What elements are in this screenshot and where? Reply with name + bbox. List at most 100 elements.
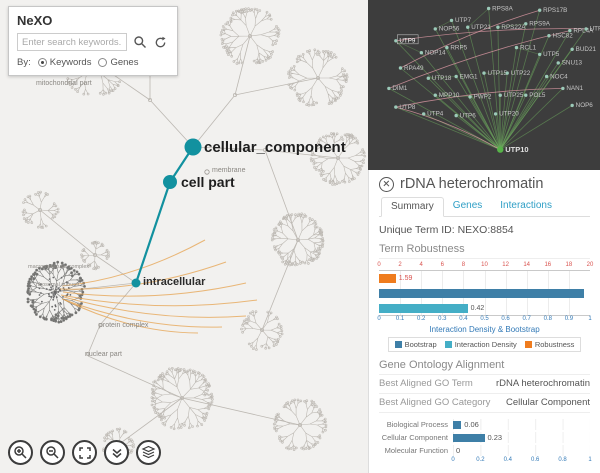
collapse-tree-button[interactable]	[104, 440, 129, 465]
gene-node-label[interactable]: UTP4	[427, 111, 444, 118]
gene-node-label[interactable]: UTP15	[488, 70, 508, 77]
gene-node[interactable]	[524, 93, 528, 97]
gene-node[interactable]	[524, 22, 528, 26]
zoom-in-button[interactable]	[8, 440, 33, 465]
graph-node-label[interactable]: cell part	[181, 174, 235, 190]
tab-interactions[interactable]: Interactions	[500, 200, 552, 211]
close-button[interactable]	[379, 176, 394, 192]
fit-to-screen-button[interactable]	[72, 440, 97, 465]
gene-node[interactable]	[468, 95, 472, 99]
gene-node[interactable]	[568, 28, 572, 33]
gene-node[interactable]	[419, 51, 424, 55]
gene-node-label[interactable]: UTP25	[504, 92, 524, 99]
gene-node-label[interactable]: RPS9A	[529, 21, 550, 28]
gene-node-label[interactable]: UTP7	[455, 17, 472, 24]
gene-node-label[interactable]: RPS8A	[492, 5, 513, 12]
gene-node[interactable]	[544, 74, 549, 79]
gene-node-label[interactable]: NAN1	[566, 85, 583, 92]
graph-node-label[interactable]: protein complex	[99, 322, 149, 329]
graph-node-label[interactable]: cellular_component	[204, 139, 346, 156]
radio-genes[interactable]: Genes	[98, 57, 138, 68]
gene-node[interactable]	[466, 25, 470, 29]
gene-node-label[interactable]: RRP5	[450, 44, 467, 51]
gene-node-label[interactable]: UTP18	[432, 75, 452, 82]
gene-node-label[interactable]: RPS17B	[543, 7, 567, 14]
gene-node[interactable]	[387, 86, 391, 91]
gene-node[interactable]	[482, 71, 486, 75]
gene-node[interactable]	[486, 6, 491, 11]
gene-node-label[interactable]: UTP6	[460, 112, 477, 119]
layers-button[interactable]	[136, 440, 161, 465]
gene-node-label[interactable]: BUD21	[576, 46, 597, 53]
ontology-term-node[interactable]	[163, 175, 177, 189]
graph-node-label[interactable]: mitochondrial part	[36, 80, 92, 87]
gene-node[interactable]	[449, 18, 454, 23]
gene-node[interactable]	[537, 52, 542, 57]
gene-node[interactable]	[561, 86, 565, 91]
graph-node-label[interactable]: nuclear part	[85, 351, 122, 358]
gene-node[interactable]	[570, 103, 574, 108]
gene-node[interactable]	[556, 61, 560, 65]
gene-node-label[interactable]: UTP9	[399, 38, 416, 45]
gene-node-label[interactable]: UTP13	[590, 26, 600, 33]
graph-node-label[interactable]: intracellular	[143, 276, 206, 288]
gene-node-label[interactable]: RPS22A	[501, 24, 526, 31]
tab-genes[interactable]: Genes	[452, 200, 483, 211]
gene-node[interactable]	[498, 93, 502, 97]
gene-node-label[interactable]: NOP14	[425, 50, 446, 57]
gene-node-label[interactable]: NOP56	[439, 26, 460, 33]
zoom-out-button[interactable]	[40, 440, 65, 465]
gene-node-label[interactable]: UTP20	[499, 111, 519, 118]
gene-node[interactable]	[454, 74, 458, 79]
gene-node-label[interactable]: PWP2	[474, 94, 492, 101]
gene-node-label[interactable]: UTP22	[511, 70, 531, 77]
refresh-icon[interactable]	[152, 34, 169, 51]
gene-node[interactable]	[537, 8, 542, 12]
focus-gene-label[interactable]: UTP10	[505, 145, 528, 154]
gene-node-label[interactable]: RCL1	[520, 44, 537, 51]
term-details-panel[interactable]: rDNA heterochromatin Summary Genes Inter…	[368, 170, 600, 473]
tab-summary[interactable]: Summary	[381, 197, 444, 217]
search-input[interactable]	[17, 33, 127, 51]
gene-node-label[interactable]: UTP5	[543, 51, 560, 58]
gene-node[interactable]	[505, 71, 509, 75]
gene-node[interactable]	[570, 47, 574, 51]
gene-node[interactable]	[394, 105, 398, 109]
gene-node-label[interactable]: MPP10	[439, 92, 460, 99]
gene-node-label[interactable]: UTP8	[399, 104, 416, 111]
gene-node[interactable]	[421, 112, 426, 116]
gene-node[interactable]	[547, 34, 551, 38]
gene-node-label[interactable]: POL5	[529, 92, 546, 99]
ontology-term-node[interactable]	[184, 138, 202, 156]
gene-node[interactable]	[433, 27, 437, 31]
gene-node[interactable]	[426, 76, 431, 80]
radio-keywords-dot[interactable]	[37, 58, 47, 67]
gene-node-label[interactable]: NOC4	[550, 73, 568, 80]
gene-node[interactable]	[454, 113, 458, 118]
search-icon[interactable]	[131, 34, 148, 51]
ontology-term-node[interactable]	[131, 278, 141, 288]
graph-node-label[interactable]: macromolecular complex	[28, 264, 90, 270]
gene-node[interactable]	[493, 112, 498, 116]
gene-node-label[interactable]: UTP21	[471, 24, 491, 31]
graph-node-label[interactable]: ribosomal subunit	[36, 282, 80, 288]
gene-node-label[interactable]: NOP6	[576, 102, 594, 109]
focus-gene-node[interactable]	[497, 146, 504, 153]
gene-node-label[interactable]: SNU13	[562, 60, 583, 67]
gene-node[interactable]	[398, 66, 403, 70]
radio-genes-dot[interactable]	[98, 58, 108, 67]
gene-node[interactable]	[496, 25, 500, 29]
gene-node-label[interactable]: EMG1	[460, 73, 478, 80]
gene-node[interactable]	[433, 93, 437, 97]
gene-node-label[interactable]: DIM1	[392, 85, 408, 92]
gene-node-label[interactable]: HSC82	[552, 33, 573, 40]
gene-node[interactable]	[584, 27, 588, 31]
gene-node[interactable]	[394, 39, 398, 43]
radio-keywords[interactable]: Keywords	[37, 57, 91, 68]
gene-node-label[interactable]: RPA49	[404, 65, 424, 72]
graph-node-label[interactable]: membrane	[212, 167, 246, 174]
gene-node[interactable]	[514, 45, 519, 50]
gene-node[interactable]	[445, 45, 449, 50]
gene-node-label[interactable]: RPL4A	[573, 27, 594, 34]
